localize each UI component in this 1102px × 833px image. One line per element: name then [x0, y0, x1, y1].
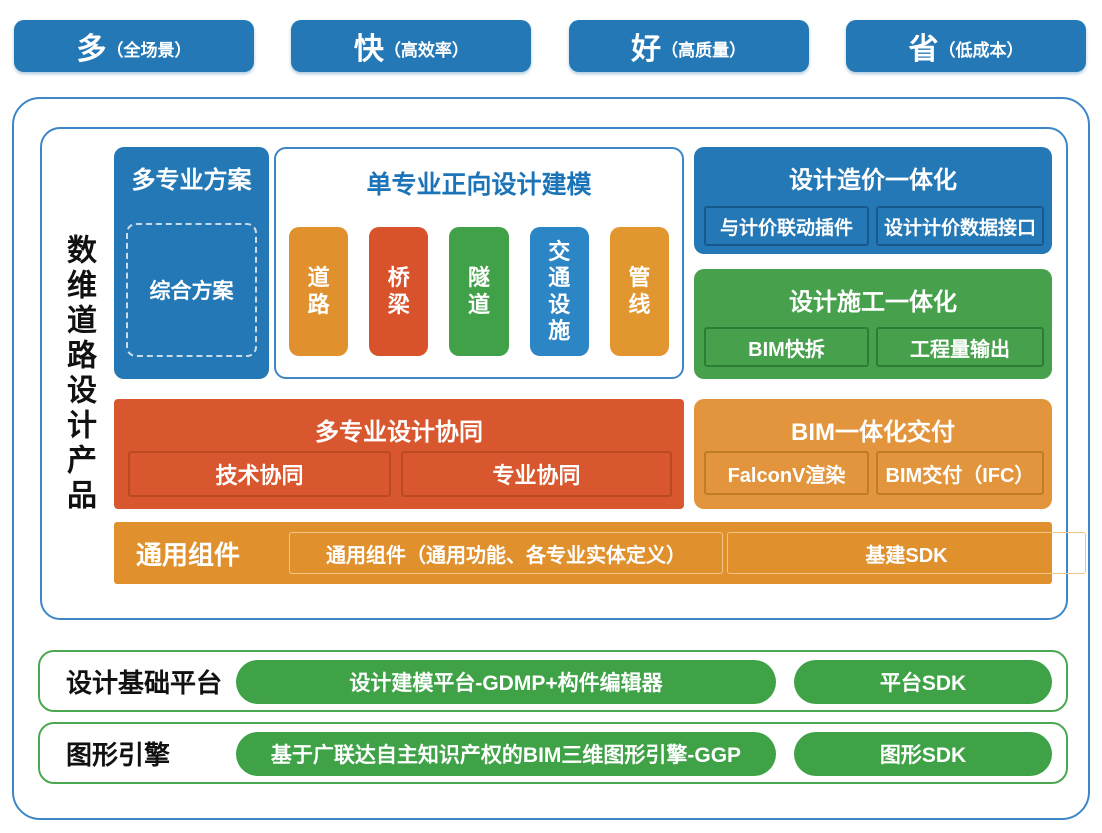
badge-main-text: 多 — [76, 33, 107, 66]
chip-pricing-linkage-plugin: 与计价联动插件 — [704, 206, 869, 246]
common-components-label: 通用组件 — [136, 539, 241, 570]
chip-bim-delivery-ifc: BIM交付（IFC） — [876, 451, 1044, 495]
bim-integrated-delivery-box: BIM一体化交付 FalconV渲染 BIM交付（IFC） — [694, 399, 1052, 509]
badge-main-text: 快 — [353, 33, 384, 66]
chip-discipline-collaboration: 专业协同 — [401, 451, 672, 497]
badge-multi-scenario: 多 （全场景） — [14, 20, 254, 72]
design-construction-integration-title: 设计施工一体化 — [789, 289, 957, 316]
integrated-scheme-box: 综合方案 — [126, 223, 257, 357]
multi-discipline-collaboration-title: 多专业设计协同 — [315, 419, 483, 446]
pill-road: 道路 — [289, 227, 349, 356]
construction-chip-row: BIM快拆 工程量输出 — [704, 327, 1044, 367]
design-platform-row: 设计基础平台 设计建模平台-GDMP+构件编辑器 平台SDK — [38, 650, 1068, 712]
design-platform-label: 设计基础平台 — [66, 667, 223, 698]
chip-common-components-detail: 通用组件（通用功能、各专业实体定义） — [289, 532, 723, 574]
single-discipline-modeling-box: 单专业正向设计建模 道路 桥梁 隧道 交通设施 管线 — [274, 147, 684, 379]
collaboration-chip-row: 技术协同 专业协同 — [128, 451, 672, 497]
badge-low-cost: 省 （低成本） — [845, 20, 1086, 72]
bim-integrated-delivery-title: BIM一体化交付 — [791, 419, 955, 446]
top-badges: 多 （全场景） 快 （高效率） 好 （高质量） 省 （低成本） — [14, 20, 1086, 72]
badge-main-text: 省 — [908, 33, 939, 66]
badge-sub-text: （高质量） — [661, 41, 747, 60]
pill-pipeline: 管线 — [609, 227, 670, 356]
graphics-engine-row: 图形引擎 基于广联达自主知识产权的BIM三维图形引擎-GGP 图形SDK — [38, 722, 1068, 784]
design-construction-integration-box: 设计施工一体化 BIM快拆 工程量输出 — [694, 269, 1052, 379]
badge-sub-text: （全场景） — [106, 41, 192, 60]
multi-discipline-scheme-title: 多专业方案 — [131, 167, 252, 194]
chip-pricing-data-interface: 设计计价数据接口 — [876, 206, 1044, 246]
pill-tunnel: 隧道 — [449, 227, 509, 356]
multi-discipline-scheme-box: 多专业方案 综合方案 — [114, 147, 269, 379]
pill-gdmp-platform: 设计建模平台-GDMP+构件编辑器 — [236, 660, 776, 704]
badge-sub-text: （低成本） — [938, 41, 1024, 60]
outer-frame: 数维道路设计产品 多专业方案 综合方案 单专业正向设计建模 道路 桥梁 隧道 交… — [12, 97, 1090, 820]
chip-falconv-rendering: FalconV渲染 — [704, 451, 869, 495]
chip-technical-collaboration: 技术协同 — [128, 451, 391, 497]
design-cost-integration-title: 设计造价一体化 — [789, 167, 957, 194]
multi-discipline-collaboration-box: 多专业设计协同 技术协同 专业协同 — [114, 399, 684, 509]
delivery-chip-row: FalconV渲染 BIM交付（IFC） — [704, 451, 1044, 495]
chip-bim-quick-takeoff: BIM快拆 — [704, 327, 869, 367]
chip-infrastructure-sdk: 基建SDK — [727, 532, 1086, 574]
badge-high-quality: 好 （高质量） — [568, 20, 809, 72]
pill-ggp-engine: 基于广联达自主知识产权的BIM三维图形引擎-GGP — [236, 732, 776, 776]
pill-bridge: 桥梁 — [369, 227, 429, 356]
design-cost-integration-box: 设计造价一体化 与计价联动插件 设计计价数据接口 — [694, 147, 1052, 254]
product-panel: 数维道路设计产品 多专业方案 综合方案 单专业正向设计建模 道路 桥梁 隧道 交… — [40, 127, 1086, 620]
discipline-pill-row: 道路 桥梁 隧道 交通设施 管线 — [289, 227, 670, 356]
pill-traffic-facility: 交通设施 — [529, 227, 589, 356]
badge-sub-text: （高效率） — [383, 41, 469, 60]
badge-high-efficiency: 快 （高效率） — [291, 20, 532, 72]
pill-graphics-sdk: 图形SDK — [794, 732, 1052, 776]
pill-platform-sdk: 平台SDK — [794, 660, 1052, 704]
chip-quantity-output: 工程量输出 — [876, 327, 1044, 367]
common-components-row: 通用组件 通用组件（通用功能、各专业实体定义） 基建SDK — [114, 522, 1086, 584]
single-discipline-modeling-title: 单专业正向设计建模 — [366, 171, 592, 199]
product-side-label: 数维道路设计产品 — [62, 233, 95, 514]
graphics-engine-label: 图形引擎 — [66, 739, 171, 770]
cost-chip-row: 与计价联动插件 设计计价数据接口 — [704, 206, 1044, 246]
badge-main-text: 好 — [631, 33, 662, 66]
